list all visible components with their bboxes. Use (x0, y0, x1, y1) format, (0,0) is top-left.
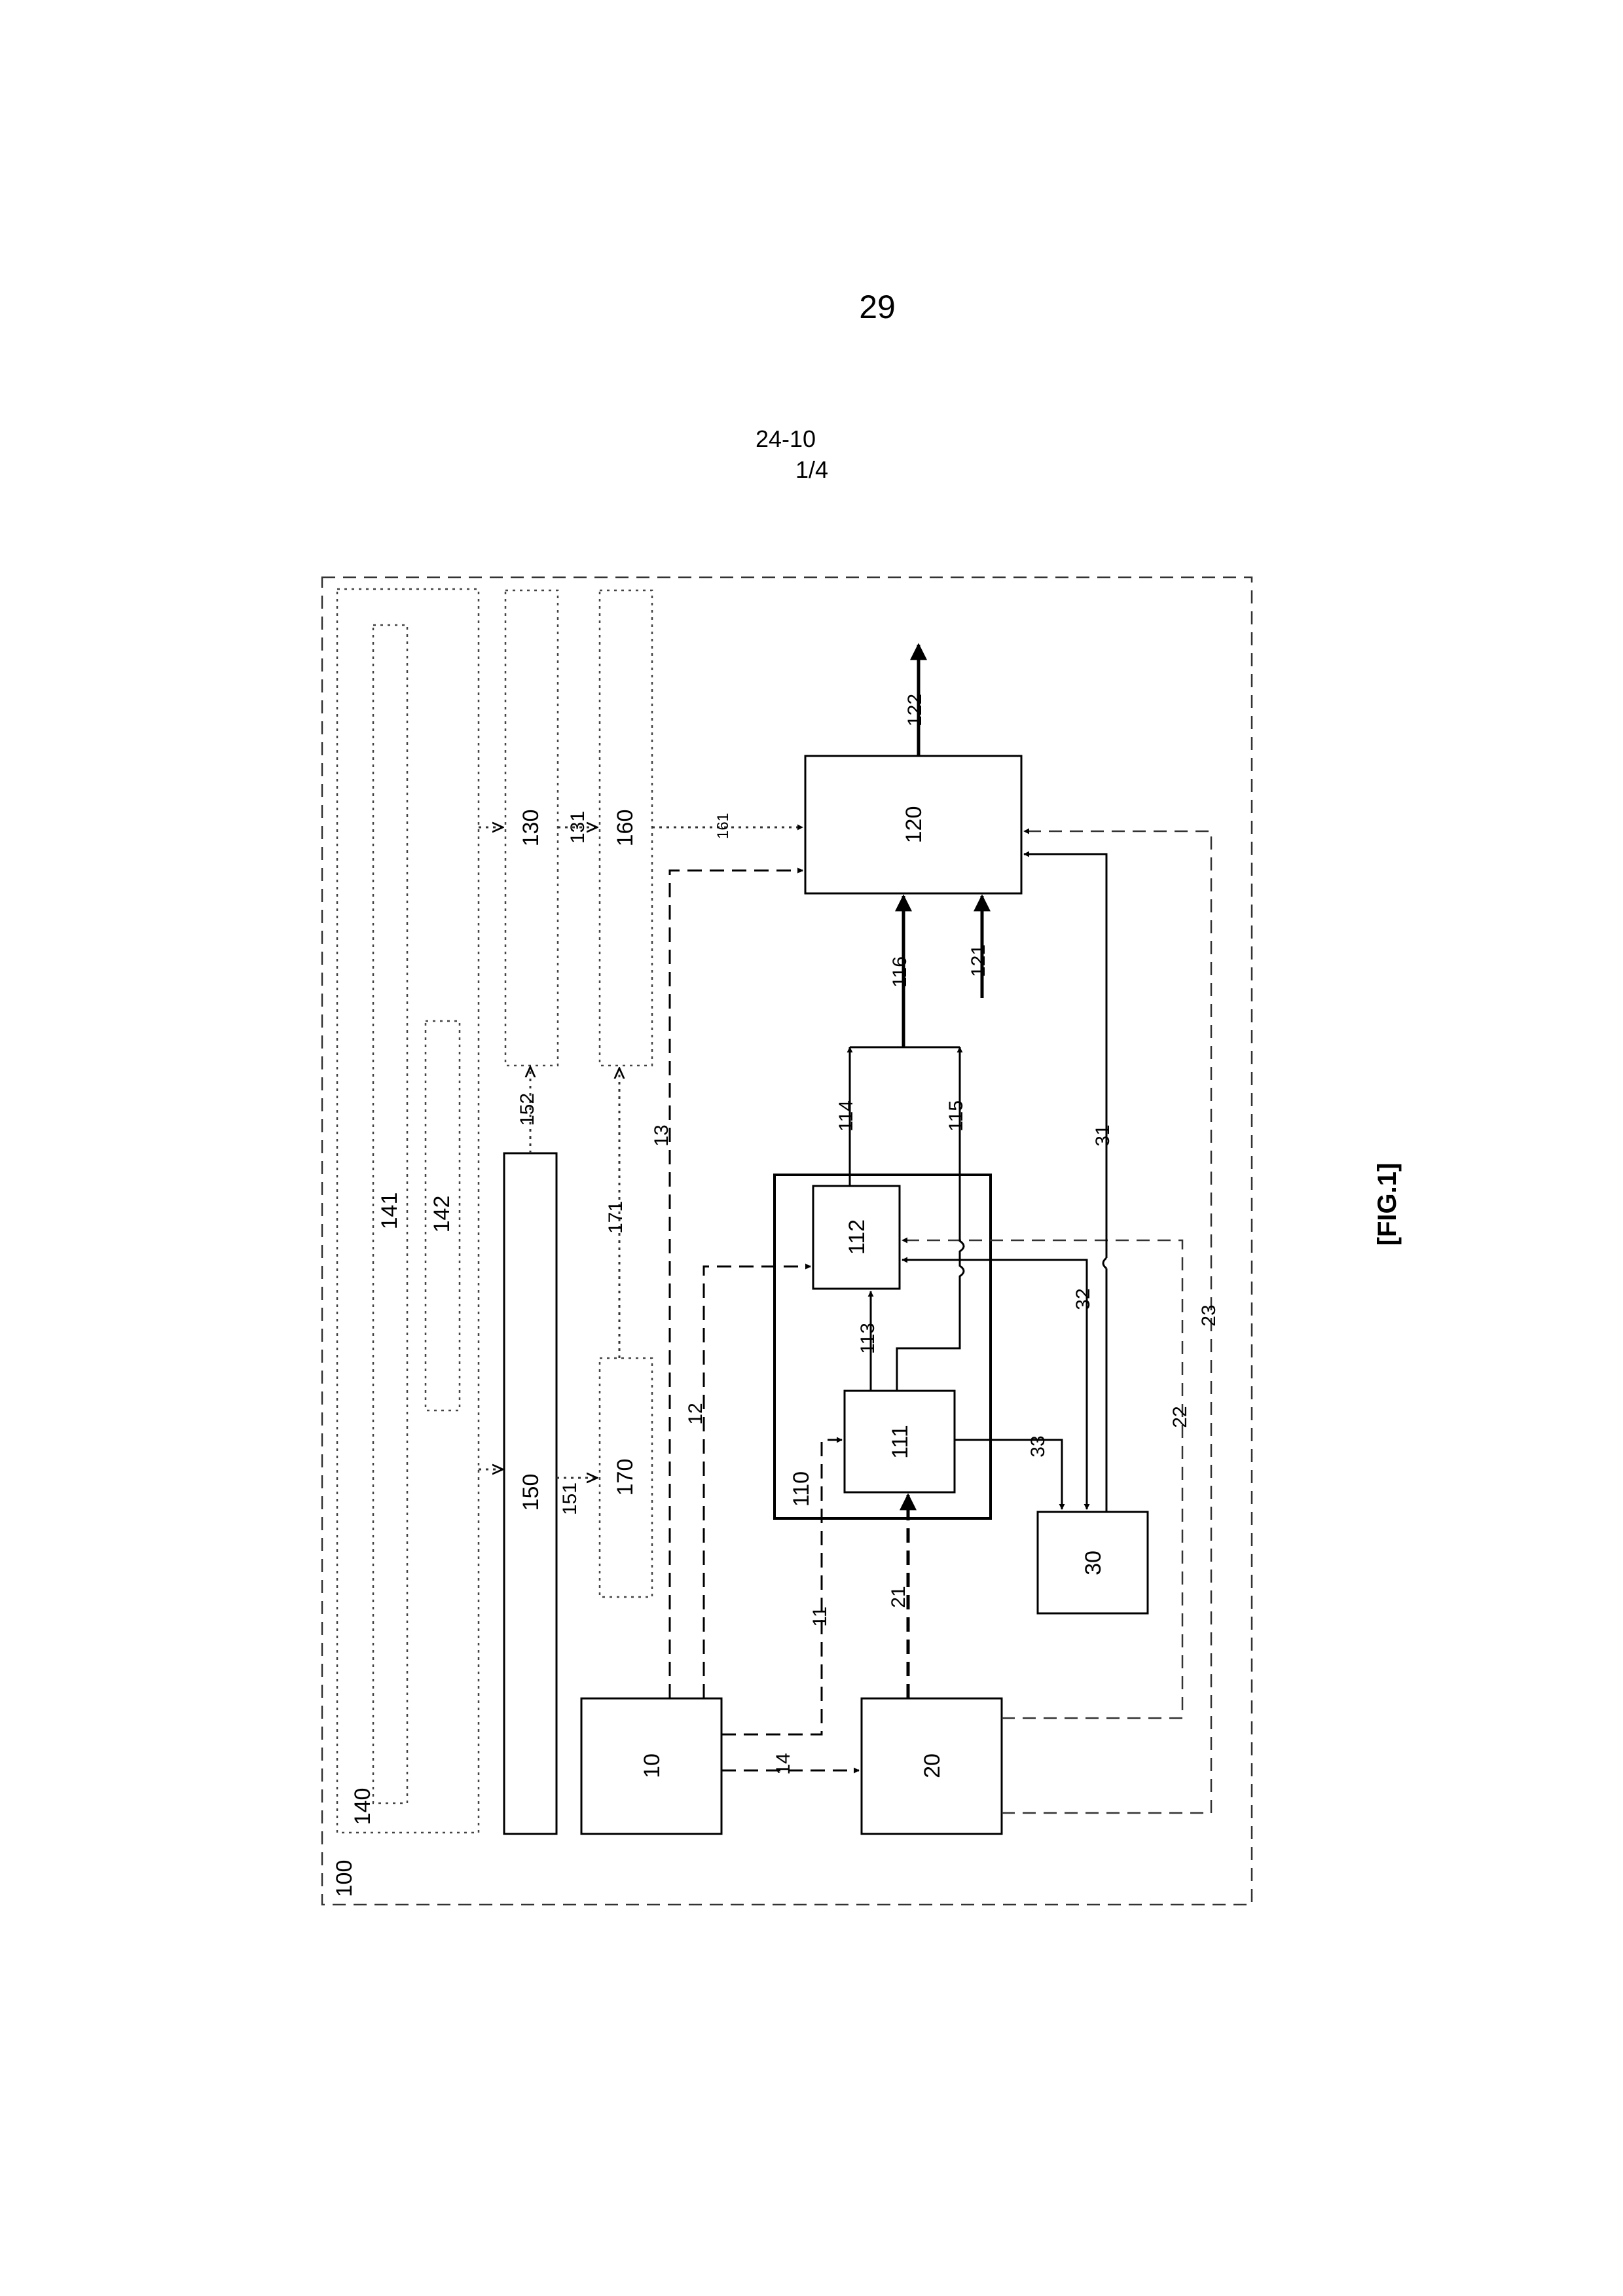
label-130: 130 (519, 810, 543, 847)
signal-31-crossover (1103, 1258, 1106, 1268)
label-152: 152 (517, 1093, 538, 1126)
label-31: 31 (1092, 1124, 1114, 1146)
label-112: 112 (845, 1219, 869, 1255)
label-111: 111 (888, 1425, 913, 1459)
label-23: 23 (1198, 1304, 1220, 1326)
label-140: 140 (350, 1788, 375, 1825)
label-141: 141 (377, 1193, 402, 1230)
label-121: 121 (968, 944, 989, 977)
label-170: 170 (613, 1459, 638, 1496)
label-122: 122 (904, 694, 926, 726)
label-150: 150 (519, 1474, 543, 1511)
label-12: 12 (685, 1403, 706, 1424)
label-171: 171 (605, 1201, 627, 1234)
figure-label: [FIG.1] (1373, 1163, 1402, 1246)
label-14: 14 (773, 1753, 794, 1774)
label-30: 30 (1081, 1551, 1106, 1575)
signal-31 (1024, 854, 1106, 1512)
label-22: 22 (1169, 1406, 1191, 1427)
label-115: 115 (945, 1100, 967, 1132)
label-10: 10 (640, 1753, 665, 1778)
label-114: 114 (835, 1100, 857, 1132)
label-131: 131 (567, 811, 589, 844)
label-13: 13 (651, 1124, 672, 1146)
label-120: 120 (902, 806, 926, 844)
label-110: 110 (789, 1471, 814, 1507)
label-113: 113 (857, 1323, 879, 1354)
label-11: 11 (809, 1606, 831, 1626)
label-21: 21 (888, 1586, 909, 1607)
label-142: 142 (429, 1196, 454, 1233)
label-33: 33 (1027, 1435, 1049, 1457)
label-151: 151 (559, 1482, 581, 1515)
label-116: 116 (889, 956, 911, 988)
label-160: 160 (613, 810, 638, 847)
label-20: 20 (920, 1753, 945, 1778)
label-161: 161 (714, 813, 732, 839)
label-100: 100 (332, 1860, 357, 1897)
label-32: 32 (1072, 1288, 1094, 1310)
